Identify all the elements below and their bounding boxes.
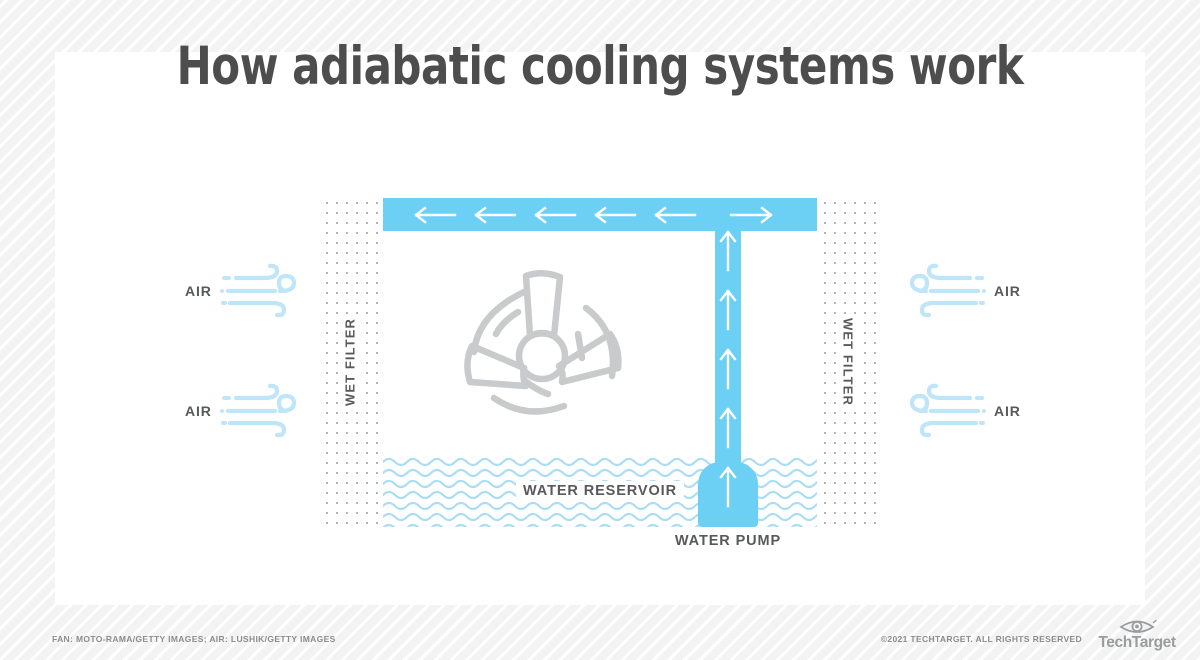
svg-text:TechTarget: TechTarget xyxy=(1098,634,1175,651)
air-flow-left-top: AIR xyxy=(185,262,298,320)
wet-filter-left: WET FILTER xyxy=(320,196,380,527)
air-label: AIR xyxy=(994,283,1021,299)
air-label: AIR xyxy=(185,403,212,419)
air-flow-left-bottom: AIR xyxy=(185,382,298,440)
water-reservoir-label: WATER RESERVOIR xyxy=(383,481,817,501)
wet-filter-right-label: WET FILTER xyxy=(837,317,859,406)
air-flow-right-top: AIR xyxy=(908,262,1021,320)
air-flow-right-bottom: AIR xyxy=(908,382,1021,440)
copyright-notice: ©2021 TECHTARGET. ALL RIGHTS RESERVED xyxy=(880,634,1082,644)
air-label: AIR xyxy=(994,403,1021,419)
wet-filter-left-label: WET FILTER xyxy=(339,317,361,406)
techtarget-logo: TechTarget xyxy=(1098,619,1176,651)
riser-flow-arrows xyxy=(719,230,737,508)
water-reservoir-label-text: WATER RESERVOIR xyxy=(516,481,684,501)
water-pump-label: WATER PUMP xyxy=(674,533,782,549)
image-credit: FAN: MOTO-RAMA/GETTY IMAGES; AIR: LUSHIK… xyxy=(52,634,336,644)
wind-icon xyxy=(219,263,296,318)
wind-icon xyxy=(909,383,986,438)
fan-icon xyxy=(464,270,622,415)
air-label: AIR xyxy=(185,283,212,299)
wind-icon xyxy=(219,383,296,438)
eye-icon xyxy=(1119,619,1157,633)
page-title: How adiabatic cooling systems work xyxy=(176,36,1024,97)
top-pipe-flow-arrows xyxy=(414,206,773,224)
wind-icon xyxy=(909,263,986,318)
wet-filter-right: WET FILTER xyxy=(818,196,878,527)
